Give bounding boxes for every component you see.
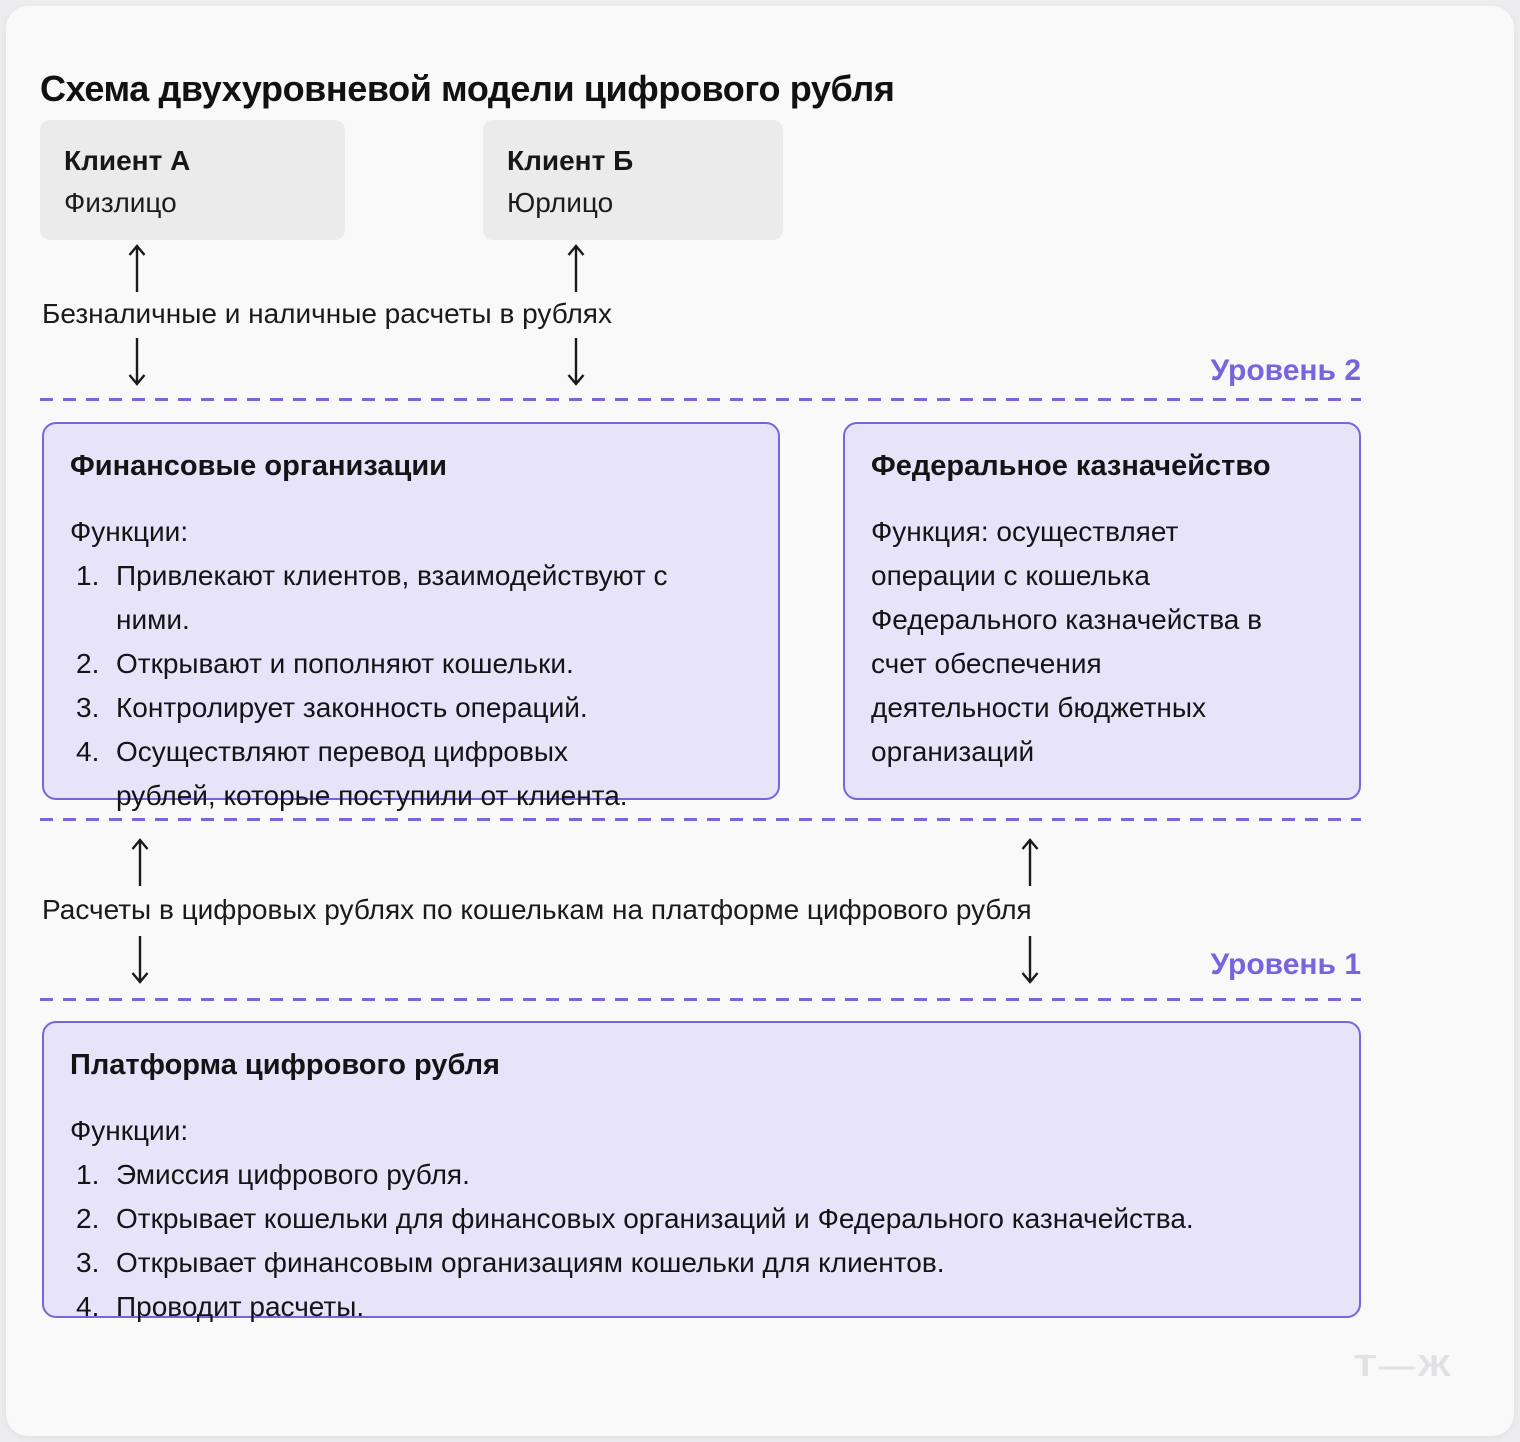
list-item: Открывает кошельки для финансовых органи… [76, 1197, 1194, 1241]
list-item: Открывает финансовым организациям кошель… [76, 1241, 945, 1285]
financial-functions-intro: Функции: [70, 516, 189, 547]
platform-functions-intro: Функции: [70, 1115, 189, 1146]
list-item: Контролирует законность операций. [76, 686, 588, 730]
list-item: Проводит расчеты. [76, 1285, 365, 1329]
arrow-down-icon [126, 336, 148, 388]
tj-logo: Т—Ж [1354, 1348, 1454, 1383]
arrow-down-icon [129, 934, 151, 986]
client-b-box: Клиент Б Юрлицо [483, 120, 783, 240]
digital-ruble-platform-panel: Платформа цифрового рубля Функции: Эмисс… [42, 1021, 1361, 1329]
arrow-down-icon [565, 336, 587, 388]
level-1-divider-bottom [40, 998, 1361, 1001]
flow-label-cash: Безналичные и наличные расчеты в рублях [42, 298, 612, 329]
list-item: Привлекают клиентов, взаимодействуют с н… [76, 554, 668, 635]
level-1-label: Уровень 1 [1210, 948, 1361, 981]
platform-panel-title: Платформа цифрового рубля [70, 1049, 500, 1081]
arrow-down-icon [1019, 934, 1041, 986]
arrow-up-icon [565, 242, 587, 294]
client-a-box: Клиент А Физлицо [40, 120, 345, 240]
platform-functions-list: Эмиссия цифрового рубля. Открывает кошел… [70, 1153, 1333, 1329]
treasury-function-text: Функция: осуществляет операции с кошельк… [871, 516, 1263, 767]
flow-label-digital: Расчеты в цифровых рублях по кошелькам н… [42, 894, 1032, 925]
arrow-up-icon [129, 836, 151, 888]
list-item: Осуществляют перевод цифровых рублей, ко… [76, 730, 628, 811]
financial-functions-list: Привлекают клиентов, взаимодействуют с н… [70, 554, 670, 818]
level-2-divider [40, 398, 1361, 401]
level-1-divider-top [40, 818, 1361, 821]
client-a-name: Клиент А [64, 145, 191, 176]
list-item: Эмиссия цифрового рубля. [76, 1153, 470, 1197]
level-2-label: Уровень 2 [1210, 354, 1361, 387]
client-a-type: Физлицо [64, 187, 177, 218]
financial-panel-title: Финансовые организации [70, 450, 447, 482]
list-item: Открывают и пополняют кошельки. [76, 642, 574, 686]
arrow-up-icon [1019, 836, 1041, 888]
treasury-panel-title: Федеральное казначейство [871, 450, 1271, 482]
federal-treasury-panel: Федеральное казначейство Функция: осущес… [843, 422, 1361, 800]
arrow-up-icon [126, 242, 148, 294]
diagram-title: Схема двухуровневой модели цифрового руб… [40, 68, 895, 110]
client-b-type: Юрлицо [507, 187, 614, 218]
client-b-name: Клиент Б [507, 145, 634, 176]
financial-organizations-panel: Финансовые организации Функции: Привлека… [42, 422, 780, 811]
